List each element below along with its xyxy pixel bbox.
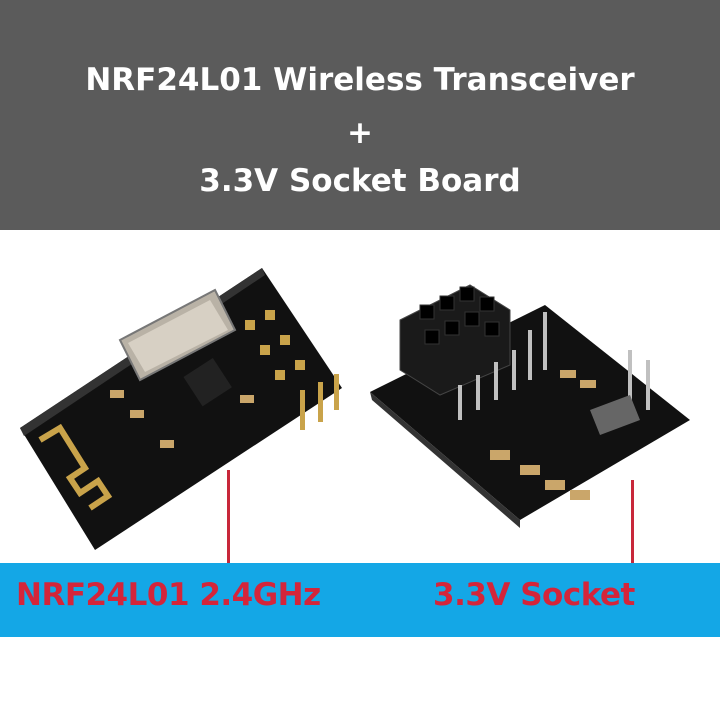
title-plus: +	[347, 115, 373, 151]
socket-board-image	[370, 284, 690, 528]
socket-pointer-line	[631, 480, 634, 570]
socket-label: 3.3V Socket	[433, 577, 635, 613]
nrf24l01-module-image	[20, 268, 342, 550]
product-photo	[20, 268, 690, 550]
module-pointer-line	[227, 470, 230, 570]
title-line-1: NRF24L01 Wireless Transceiver	[85, 62, 635, 98]
module-label: NRF24L01 2.4GHz	[16, 577, 321, 613]
label-banner	[0, 563, 720, 637]
title-line-3: 3.3V Socket Board	[199, 163, 521, 199]
title-header: NRF24L01 Wireless Transceiver + 3.3V Soc…	[0, 0, 720, 230]
